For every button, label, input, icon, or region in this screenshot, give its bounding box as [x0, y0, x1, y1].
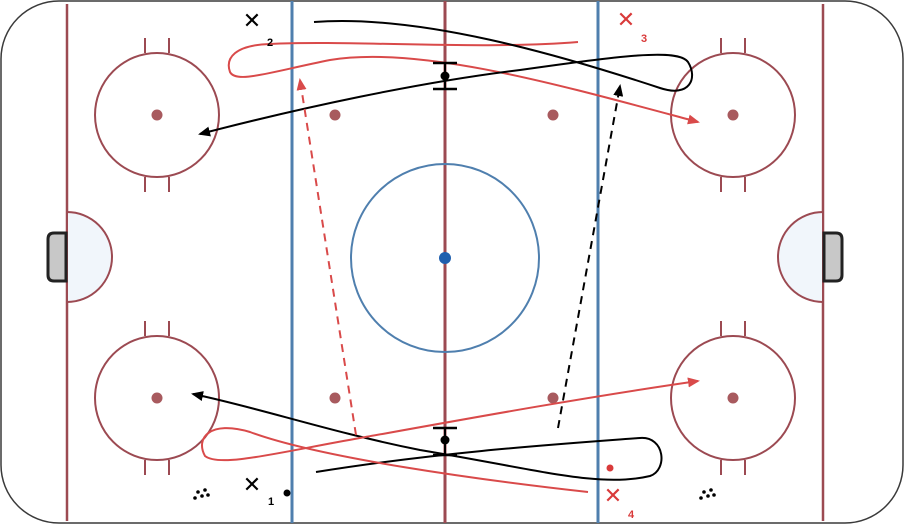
player-3-label: 3	[641, 33, 647, 45]
coach-puck-top	[440, 71, 450, 81]
player-1-marker: ✕ 1	[243, 473, 291, 508]
faceoff-dot-top-left	[151, 109, 163, 121]
path-red-skate-bottom	[201, 377, 700, 493]
player-4-puck	[606, 464, 614, 472]
player-4-label: 4	[628, 509, 635, 521]
faceoff-dot-bottom-right	[727, 392, 739, 404]
player-2-x-icon: ✕	[243, 9, 261, 34]
puck-pile-icon	[193, 488, 210, 500]
path-red-skate-top	[227, 41, 700, 125]
faceoff-dot-bottom-left	[151, 392, 163, 404]
neutral-dot-bottom-left	[329, 392, 341, 404]
path-black-skate-top	[198, 20, 693, 137]
crease-left	[66, 210, 113, 304]
player-1-puck	[283, 489, 291, 497]
pass-red-dashed	[296, 78, 357, 436]
player-3-x-icon: ✕	[617, 8, 635, 33]
player-2-marker: ✕ 2	[243, 9, 273, 49]
neutral-dot-bottom-right	[547, 392, 559, 404]
player-1-label: 1	[268, 496, 274, 508]
faceoff-circle-top-left	[94, 38, 220, 192]
player-1-x-icon: ✕	[243, 473, 261, 498]
path-black-skate-bottom	[191, 391, 663, 481]
center-circle	[350, 163, 540, 353]
net-left	[46, 231, 68, 283]
coach-puck-bottom	[440, 435, 450, 445]
neutral-dot-top-left	[329, 109, 341, 121]
player-2-label: 2	[267, 37, 273, 49]
faceoff-circle-bottom-right	[670, 321, 796, 475]
player-3-marker: ✕ 3	[617, 8, 647, 45]
pass-black-dashed	[557, 84, 624, 429]
player-4-marker: ✕ 4	[604, 464, 635, 521]
crease-right	[777, 210, 824, 304]
puck-pile-icon	[699, 488, 716, 500]
faceoff-circle-bottom-left	[94, 321, 220, 475]
net-right	[822, 231, 844, 283]
player-4-x-icon: ✕	[604, 484, 622, 509]
faceoff-dot-top-right	[727, 109, 739, 121]
center-faceoff-dot	[439, 252, 451, 264]
neutral-dot-top-right	[547, 109, 559, 121]
